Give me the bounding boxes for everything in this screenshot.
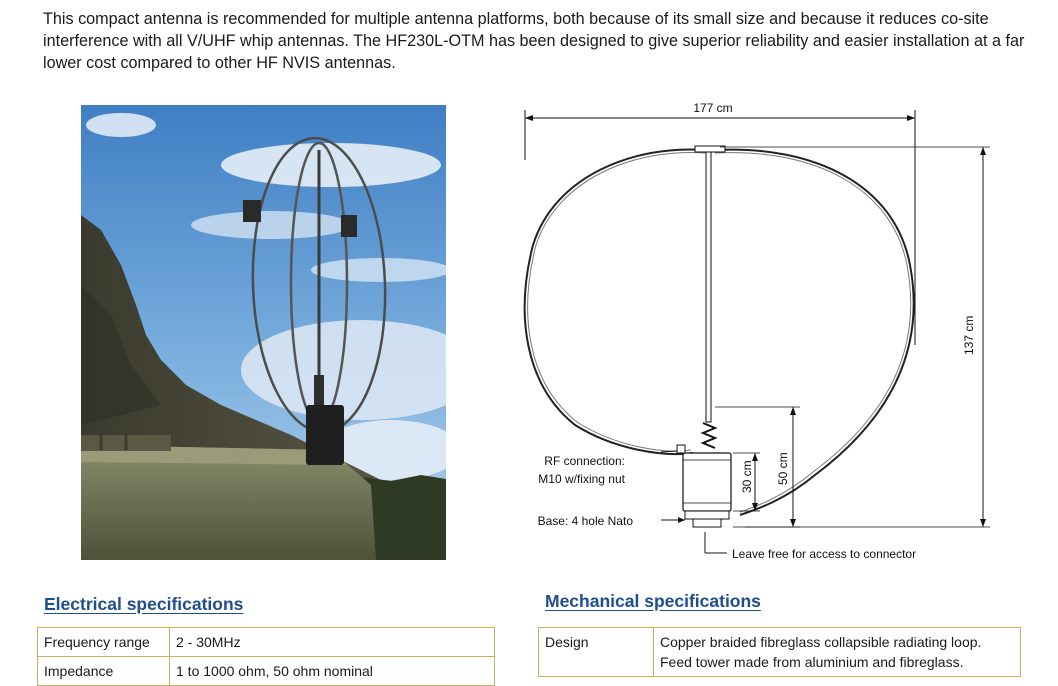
spec-value: 2 - 30MHz [169,627,495,657]
table-row: Impedance 1 to 1000 ohm, 50 ohm nominal [37,656,495,686]
height-50-label: 50 cm [776,452,790,485]
mechanical-specs-heading: Mechanical specifications [545,591,761,611]
table-row: Frequency range 2 - 30MHz [37,627,495,657]
spec-label: Frequency range [37,627,170,657]
rf-connection-label: RF connection: [544,454,625,468]
electrical-specs-table: Frequency range 2 - 30MHz Impedance 1 to… [37,627,495,686]
spec-value: Copper braided fibreglass collapsible ra… [653,627,1021,677]
intro-paragraph: This compact antenna is recommended for … [43,10,1025,72]
rf-fixing-nut-label: M10 w/fixing nut [538,472,625,486]
spec-value: 1 to 1000 ohm, 50 ohm nominal [169,656,495,686]
electrical-specs-heading: Electrical specifications [44,594,244,614]
antenna-photo [81,105,446,560]
height-137-label: 137 cm [962,316,976,355]
spec-label: Impedance [37,656,170,686]
table-row: Design Copper braided fibreglass collaps… [538,627,1021,677]
height-30-label: 30 cm [740,460,754,493]
base-label: Base: 4 hole Nato [538,514,634,528]
spec-value-line: Feed tower made from aluminium and fibre… [660,654,964,670]
antenna-dimension-drawing: 177 cm RF connection: M10 w/fixing nut B… [515,95,1035,575]
width-dimension-label: 177 cm [693,101,732,115]
spec-label: Design [538,627,654,677]
leave-free-label: Leave free for access to connector [732,547,916,561]
mechanical-specs-table: Design Copper braided fibreglass collaps… [538,627,1021,677]
spec-value-line: Copper braided fibreglass collapsible ra… [660,634,982,650]
